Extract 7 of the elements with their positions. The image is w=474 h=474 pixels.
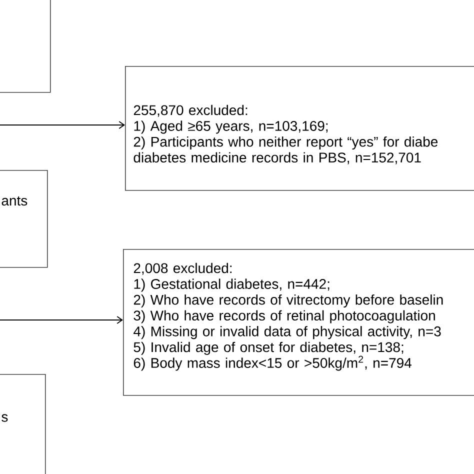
flow-box: 255,870 excluded: 1) Aged ≥65 years, n=103,169; 2) Participants who neither report “yes” for diabe diabetes medicine records in PBS, n=152,701 (125, 66, 474, 191)
flow-box: 2,008 excluded: 1) Gestational diabetes, n=442; 2) Who have records of vitrectomy before baselin 3) Who have records of retinal photocoagulation 4) Missing or invalid data of physical activity, n=3 5) Invalid age of onset for diabetes, n=138; 6) Body mass index<15 or >50kg/m$^{2}$, n=794 (123, 249, 474, 396)
arrow (0, 316, 123, 324)
flow-box: s (0, 374, 46, 474)
flow-box: ants (0, 170, 48, 268)
empty-box (0, 0, 51, 93)
arrow (0, 121, 125, 129)
